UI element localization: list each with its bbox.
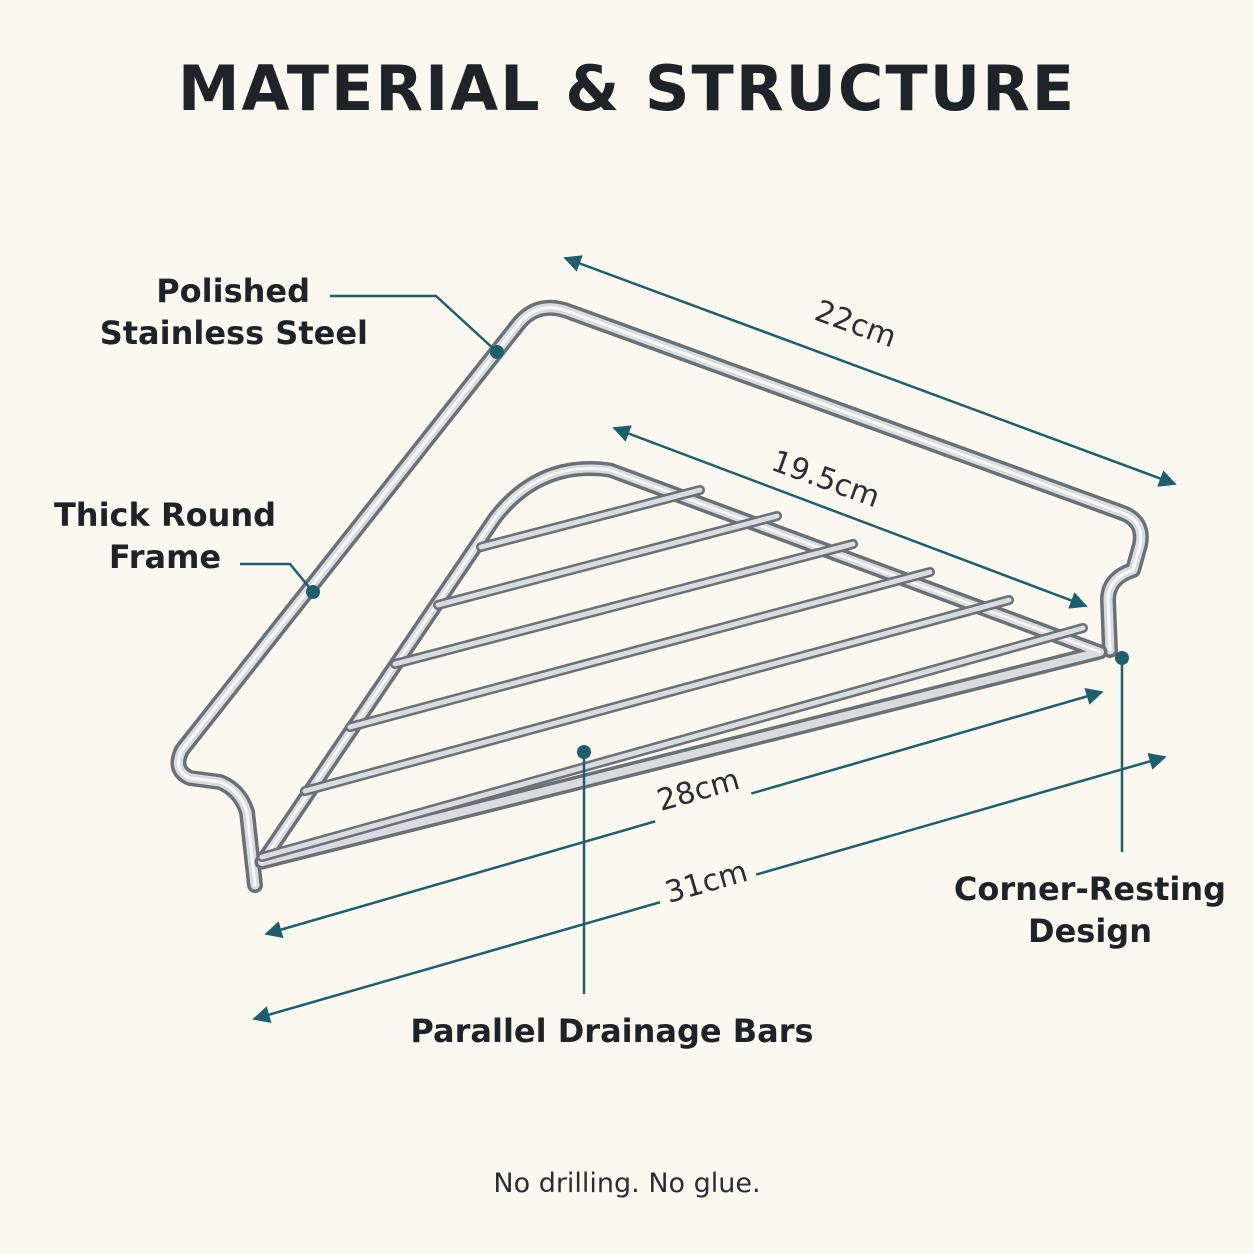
dimension-labels: 22cm 19.5cm 28cm 31cm	[643, 282, 917, 917]
label-corner-line2: Design	[1028, 912, 1152, 950]
dot-bars	[577, 745, 591, 759]
page-title: MATERIAL & STRUCTURE	[177, 52, 1077, 125]
dot-frame	[306, 585, 320, 599]
label-polished-line1: Polished	[156, 272, 310, 310]
outer-frame	[170, 299, 1149, 893]
dot-corner	[1115, 651, 1129, 665]
label-thick-round-frame: Thick Round Frame	[40, 494, 290, 578]
label-polished-stainless-steel: Polished Stainless Steel	[40, 270, 368, 354]
label-corner-line1: Corner-Resting	[953, 870, 1227, 908]
dim-arrow-inner-back	[612, 425, 1088, 609]
drainage-bar	[257, 623, 1088, 862]
label-frame-line2: Frame	[108, 538, 222, 576]
label-polished-line2: Stainless Steel	[99, 314, 368, 352]
callout-dots	[306, 345, 1129, 759]
label-frame-line1: Thick Round	[53, 496, 277, 534]
label-parallel-drainage-bars: Parallel Drainage Bars	[410, 1012, 814, 1050]
dim-arrow-outer-back	[563, 255, 1177, 487]
footer-note: No drilling. No glue.	[493, 1168, 761, 1199]
leader-polished	[330, 294, 498, 353]
leader-frame	[240, 562, 314, 593]
label-corner-resting-design: Corner-Resting Design	[930, 868, 1250, 952]
dot-polished	[490, 345, 504, 359]
callout-leaders	[240, 294, 1124, 994]
